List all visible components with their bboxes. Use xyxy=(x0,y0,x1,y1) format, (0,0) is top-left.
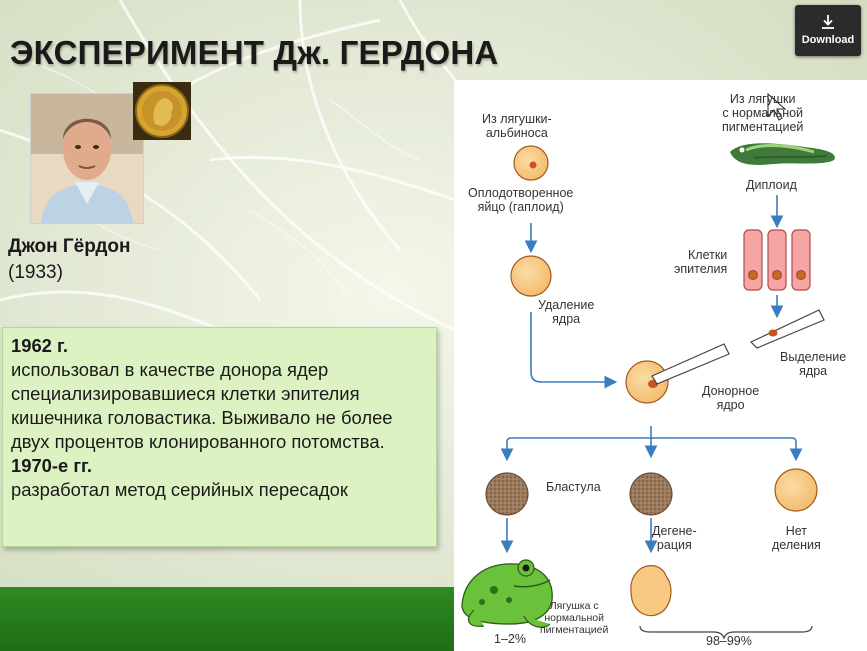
diagram-panel: Из лягушки- альбиноса Из лягушки с норма… xyxy=(454,80,867,651)
slide-title: ЭКСПЕРИМЕНТ Дж. ГЕРДОНА xyxy=(10,34,499,71)
label-fertilized-egg: Оплодотворенное яйцо (гаплоид) xyxy=(468,186,574,214)
person-name: Джон Гёрдон xyxy=(8,236,131,257)
download-icon xyxy=(822,15,834,29)
blastula-center xyxy=(629,472,673,516)
label-no-division: Нет деления xyxy=(772,524,821,552)
label-nucleus-removal: Удаление ядра xyxy=(538,298,595,326)
info-year-1970s: 1970-е гг. xyxy=(11,455,92,476)
download-label: Download xyxy=(801,34,855,46)
label-degeneration: Дегене- рация xyxy=(652,524,697,552)
download-button[interactable]: Download xyxy=(795,5,861,56)
mouse-cursor xyxy=(767,92,787,121)
portrait-photo xyxy=(30,93,144,224)
nobel-medal-image xyxy=(133,82,191,140)
label-fail-percent: 98–99% xyxy=(706,634,752,648)
label-nucleus-isolation: Выделение ядра xyxy=(780,350,847,378)
blastula-left xyxy=(485,472,529,516)
label-albino-source: Из лягушки- альбиноса xyxy=(482,112,552,140)
label-success-percent: 1–2% xyxy=(494,632,526,646)
isolation-pipette xyxy=(749,309,825,349)
diagram-graphics xyxy=(461,92,835,640)
label-normal-source: Из лягушки с нормальной пигментацией xyxy=(722,92,804,134)
info-year-1962: 1962 г. xyxy=(11,335,68,356)
label-blastula: Бластула xyxy=(546,480,601,494)
arrow-removal-to-donor xyxy=(530,312,618,389)
label-normal-frog: Лягушка с нормальной пигментацией xyxy=(540,600,609,636)
info-text-1962: использовал в качестве донора ядер специ… xyxy=(11,359,393,452)
info-text-1970s: разработал метод серийных пересадок xyxy=(11,479,348,500)
label-donor-nucleus: Донорное ядро xyxy=(702,384,760,412)
frog-image xyxy=(461,559,553,628)
donor-pipette xyxy=(651,343,730,385)
donor-egg xyxy=(625,360,669,404)
degenerated-egg xyxy=(630,565,672,617)
epithelium-cells xyxy=(743,229,811,291)
label-diploid: Диплоид xyxy=(746,178,797,192)
tadpole-image xyxy=(730,143,835,165)
info-box: 1962 г. использовал в качестве донора яд… xyxy=(2,327,437,547)
arrow-split-branch xyxy=(506,437,797,455)
fail-bracket xyxy=(639,625,813,640)
label-epithelium-cells: Клетки эпителия xyxy=(674,248,728,276)
footer-bar xyxy=(0,587,455,651)
enucleated-egg xyxy=(510,255,552,297)
undivided-egg xyxy=(774,468,818,512)
person-years: (1933) xyxy=(8,262,63,283)
